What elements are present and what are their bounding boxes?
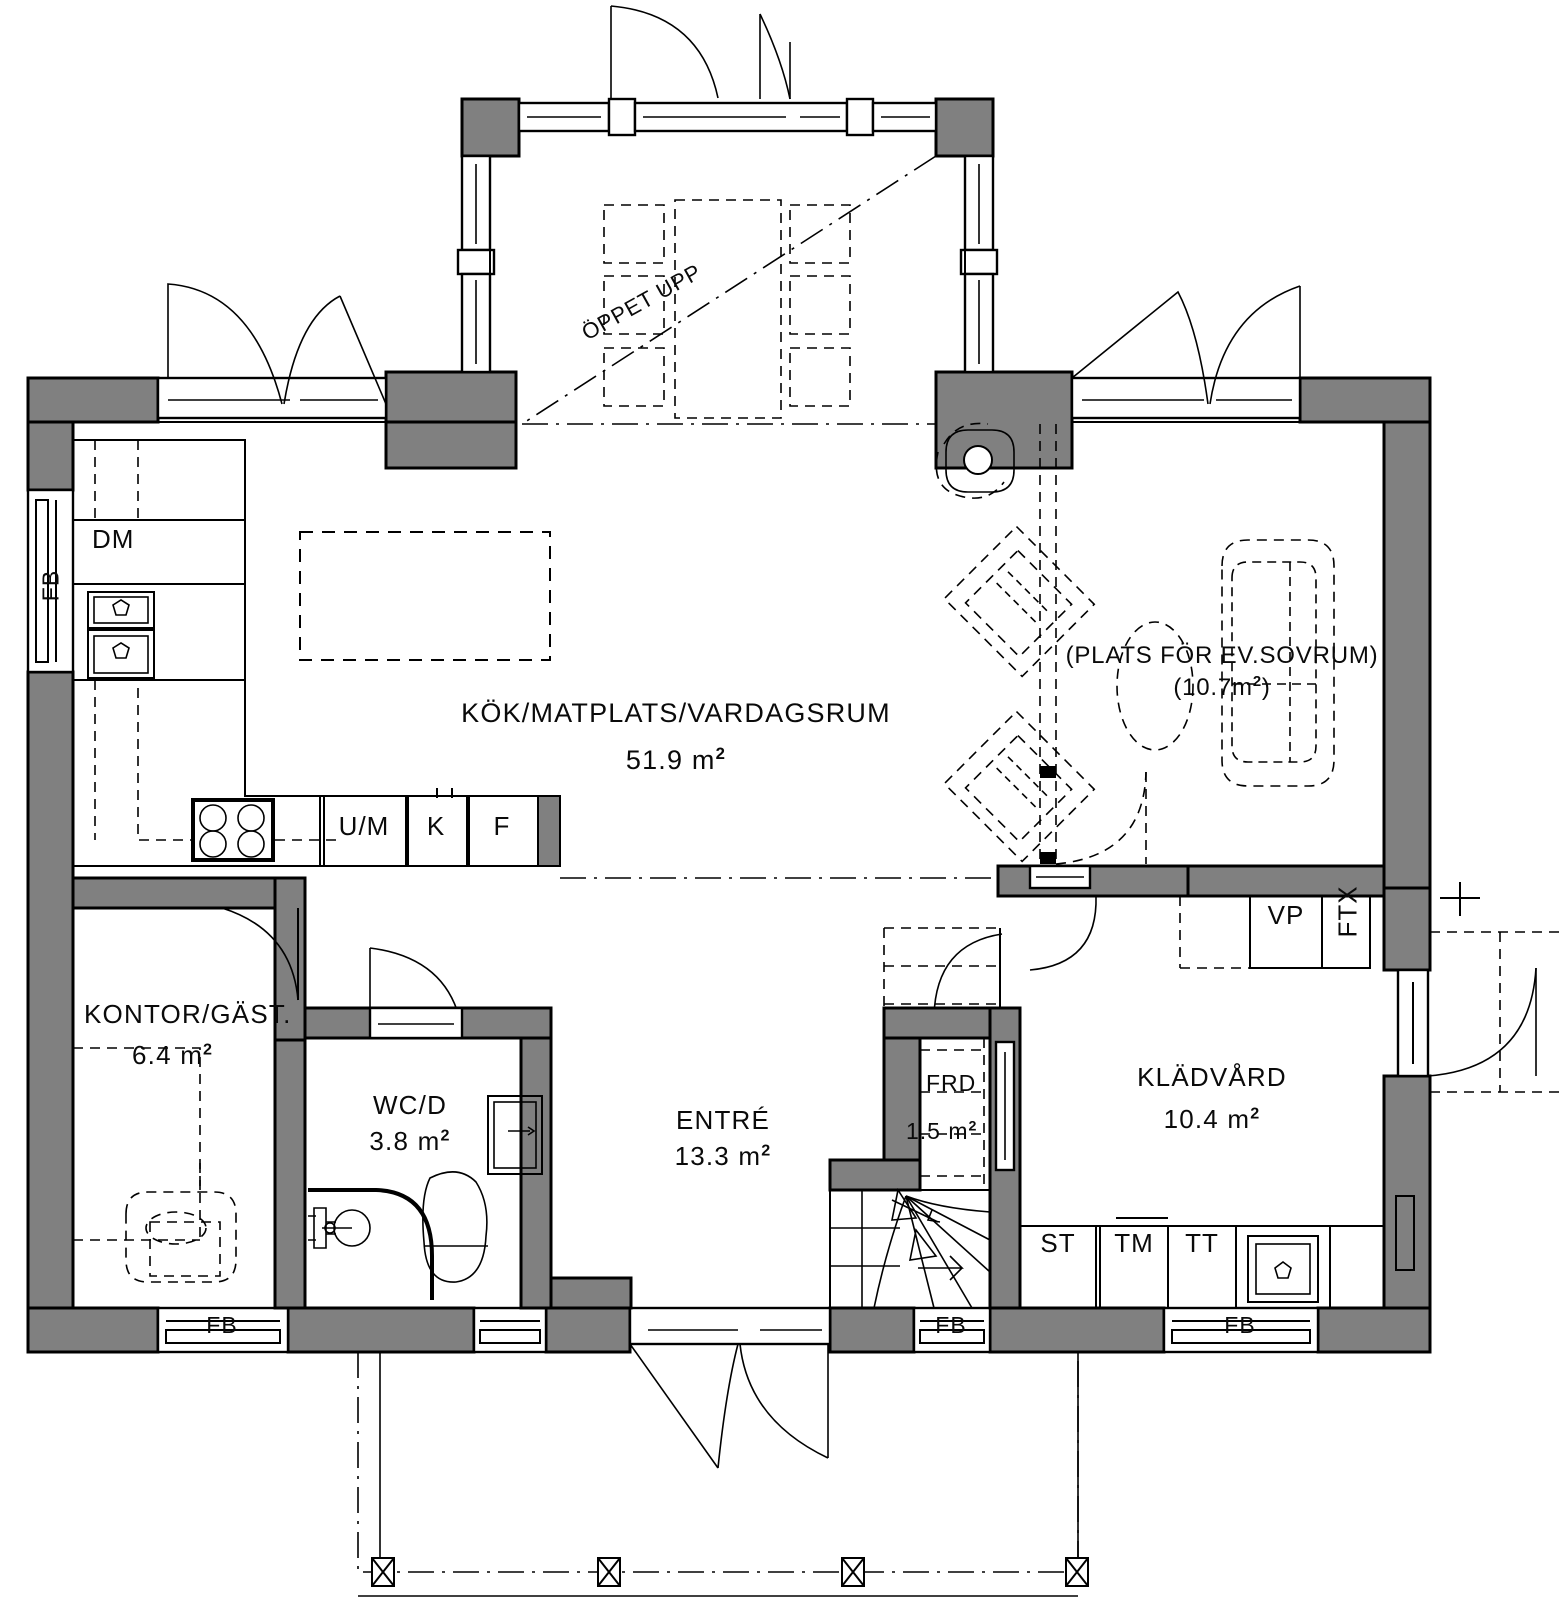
window-bottom-wc: [472, 1306, 548, 1354]
room-label-frd: FRD: [926, 1070, 977, 1096]
terrace-deck: [357, 1352, 1089, 1597]
area-unit: m: [948, 1118, 969, 1144]
area-unit: m: [180, 1040, 204, 1070]
area-unit: m: [1227, 1104, 1251, 1134]
annotation-optional-bedroom: (PLATS FÖR EV.SOVRUM): [1065, 642, 1379, 669]
terrace-post: [371, 1557, 1089, 1587]
window-bottom-stair: [912, 1306, 992, 1354]
entrance-door-bottom: [628, 1306, 832, 1469]
window-tag-fb-kontor: FB: [206, 1312, 238, 1338]
exterior-wall-right: [1382, 376, 1432, 1310]
area-exponent: 2: [968, 1118, 978, 1135]
area-value: 3.8: [369, 1126, 410, 1156]
area-value: 10.4: [1163, 1104, 1219, 1134]
room-area-entre: 13.3 m2: [675, 1141, 772, 1172]
interior-wall-mid: [560, 864, 1386, 898]
optional-area-value: (10.7m: [1173, 674, 1253, 701]
window-tag-fb-stair: FB: [935, 1312, 967, 1338]
room-kladvard: [1019, 895, 1415, 1309]
appliance-tag-k: K: [426, 811, 446, 841]
room-entre: [549, 1276, 633, 1310]
optional-area-close: ): [1261, 674, 1271, 701]
wood-stove: [935, 422, 1015, 499]
area-value: 6.4: [132, 1040, 172, 1070]
area-exponent: 2: [761, 1141, 772, 1160]
appliance-tag-f: F: [493, 811, 511, 841]
appliance-tag-tt: TT: [1185, 1228, 1219, 1258]
room-label-kontor: KONTOR/GÄST.: [84, 999, 292, 1029]
appliance-tag-tm: TM: [1114, 1228, 1154, 1258]
room-label-wc: WC/D: [372, 1090, 448, 1120]
area-unit: m: [417, 1126, 441, 1156]
appliance-tag-vp: VP: [1267, 900, 1305, 930]
window-tag-fb-left: FB: [37, 569, 64, 602]
optional-area-exponent: 2: [1252, 674, 1262, 690]
area-exponent: 2: [440, 1126, 451, 1145]
bay-window-projection: [456, 5, 999, 425]
area-exponent: 2: [715, 744, 727, 763]
window-bottom-kontor: [156, 1306, 290, 1354]
appliance-tag-ftx: FTX: [1332, 885, 1363, 938]
kitchen-counters: [72, 439, 561, 867]
window-tag-fb-kladvard: FB: [1224, 1312, 1256, 1338]
room-area-kontor: 6.4 m2: [132, 1040, 213, 1071]
area-value: 13.3: [674, 1141, 730, 1171]
room-area-frd: 1.5 m2: [906, 1118, 977, 1145]
room-wc: [303, 947, 553, 1310]
annotation-optional-bedroom-area: (10.7m2): [1173, 674, 1270, 702]
patio-door-top-left: [156, 283, 388, 420]
exterior-door-right: [1396, 882, 1564, 1093]
room-area-kladvard: 10.4 m2: [1164, 1104, 1261, 1135]
room-kontor: [71, 876, 307, 1310]
appliance-tag-dm: DM: [92, 524, 135, 554]
room-label-entre: ENTRÉ: [675, 1105, 771, 1135]
area-value: 51.9: [625, 745, 684, 775]
area-exponent: 2: [203, 1040, 214, 1059]
optional-bedroom-zone: [943, 424, 1335, 880]
room-label-kladvard: KLÄDVÅRD: [1137, 1062, 1287, 1092]
window-bottom-kladvard: [1162, 1306, 1320, 1354]
exterior-wall-top-left: [26, 370, 518, 470]
area-unit: m: [738, 1141, 762, 1171]
appliance-tag-st: ST: [1040, 1228, 1076, 1258]
area-exponent: 2: [1250, 1104, 1261, 1123]
room-area-wc: 3.8 m2: [369, 1126, 450, 1157]
area-unit: m: [691, 745, 716, 775]
window-left-kitchen: [26, 488, 75, 674]
appliance-tag-um: U/M: [338, 811, 390, 841]
patio-door-top-right: [1070, 285, 1302, 420]
area-value: 1.5: [906, 1118, 941, 1144]
staircase-and-frd: [828, 927, 1022, 1310]
room-area-kok: 51.9 m2: [626, 744, 726, 776]
room-label-kok: KÖK/MATPLATS/VARDAGSRUM: [461, 698, 891, 728]
exterior-wall-top-right: [934, 370, 1432, 470]
